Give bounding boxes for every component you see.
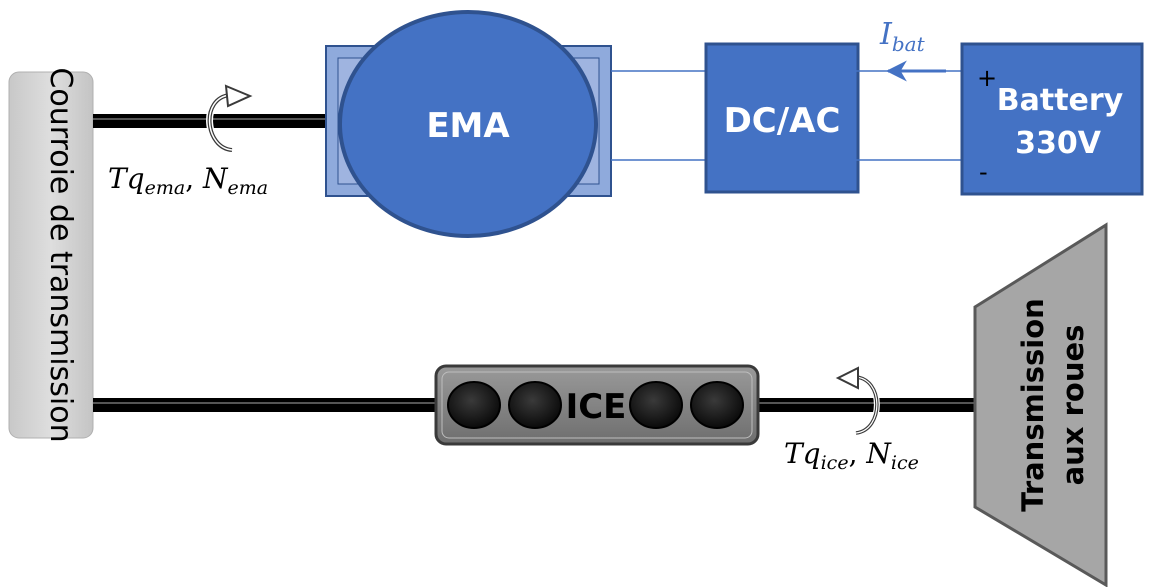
wheel-transmission-label-line1: Transmission [1016,298,1050,512]
ema-machine: EMA [325,10,612,238]
ice-cylinder-2 [508,381,562,429]
battery-minus-sign: - [979,158,988,186]
wheel-transmission-block: Transmission aux roues [973,222,1108,587]
battery-current-label: Ibat [879,17,926,56]
ice-shaft-left [93,398,438,412]
ice-cylinder-3 [629,381,683,429]
wheel-transmission-label-line2: aux roues [1056,325,1090,486]
svg-text:Ibat: Ibat [879,17,926,56]
ice-label: ICE [566,387,627,427]
belt-label: Courroie de transmission [43,67,78,442]
battery-plus-sign: + [977,64,997,92]
battery-label-line2: 330V [1015,126,1102,161]
ema-inverter-wires [611,70,706,161]
belt-block: Courroie de transmission [8,67,94,443]
ema-shaft [93,114,335,128]
ema-rotation-arrow-icon [206,84,253,154]
ema-torque-speed-label: Tqema, Nema [108,162,268,199]
inverter-block: DC/AC [704,42,860,194]
battery-block: + - Battery 330V [960,42,1144,196]
ice-cylinder-4 [690,381,744,429]
ice-shaft-right [755,398,975,412]
ice-engine: ICE [434,364,760,446]
ice-torque-speed-label: Tqice, Nice [784,437,919,474]
ice-cylinder-1 [447,381,501,429]
inverter-label: DC/AC [724,101,841,141]
inverter-battery-wires [846,70,962,161]
ice-rotation-arrow-icon [835,366,880,436]
ema-label: EMA [426,106,510,146]
svg-text:Tqema, Nema: Tqema, Nema [108,162,268,199]
battery-label-line1: Battery [997,83,1124,118]
svg-text:Tqice, Nice: Tqice, Nice [784,437,919,474]
